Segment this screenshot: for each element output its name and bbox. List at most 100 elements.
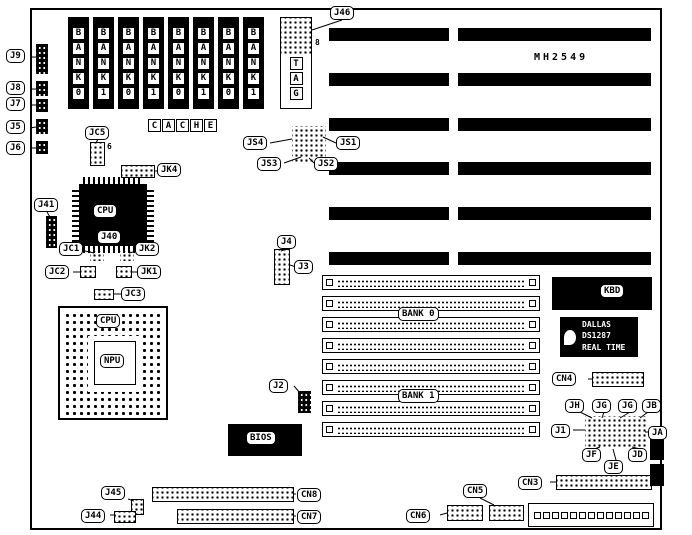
cache-chip-letter: A [147, 41, 160, 55]
simm-end-right [529, 300, 536, 307]
simm-end-right [529, 279, 536, 286]
callout-jh: JH [565, 399, 584, 413]
isa-slot-2-left [329, 118, 449, 131]
cache-chip-letter: 0 [72, 86, 85, 100]
connector-j2 [298, 391, 311, 413]
cache-chip-letter: K [197, 71, 210, 85]
power-pin-square [560, 511, 568, 519]
callout-cn3: CN3 [518, 476, 543, 490]
simm-end-left [326, 321, 333, 328]
power-connector [528, 503, 654, 527]
jumper-jc2 [80, 266, 96, 278]
callout-jc5: JC5 [85, 126, 110, 140]
callout-j3: J3 [294, 260, 313, 274]
callout-jk4: JK4 [157, 163, 182, 177]
callout-jf: JF [582, 448, 601, 462]
simm-pins [336, 320, 526, 329]
cache-title-letter: C [148, 119, 161, 132]
cache-chip-letter: B [172, 26, 185, 40]
callout-bios: BIOS [246, 431, 276, 445]
simm-pins [336, 362, 526, 371]
cache-chip-letter: N [72, 56, 85, 70]
cache-chip-letter: B [197, 26, 210, 40]
simm-pins [336, 341, 526, 350]
callout-j45: J45 [101, 486, 126, 500]
pin-marker-jc5-pin: 6 [107, 142, 112, 151]
callout-j1: J1 [551, 424, 570, 438]
connector-j8 [36, 81, 48, 96]
cache-chip-letter: B [147, 26, 160, 40]
isa-slot-1-right [458, 73, 651, 86]
callout-kbd: KBD [600, 284, 625, 298]
connector-j4-j3 [274, 249, 290, 285]
isa-slot-3-right [458, 162, 651, 175]
cache-chip-letter: N [122, 56, 135, 70]
callout-cn6: CN6 [406, 509, 431, 523]
cache-chip-letter: 1 [147, 86, 160, 100]
simm-end-right [529, 384, 536, 391]
cache-chip-letter: K [172, 71, 185, 85]
callout-js1: JS1 [336, 136, 361, 150]
callout-npu: NPU [100, 354, 125, 368]
callout-js2: JS2 [314, 157, 339, 171]
cache-chip-letter: 0 [222, 86, 235, 100]
power-pin-square [587, 511, 595, 519]
connector-cn4 [592, 372, 644, 387]
simm-end-left [326, 405, 333, 412]
callout-ja: JA [648, 426, 667, 440]
simm-end-right [529, 321, 536, 328]
jumper-jc3 [94, 289, 114, 300]
cache-title-letter: C [176, 119, 189, 132]
simm-end-right [529, 342, 536, 349]
isa-slot-3-left [329, 162, 449, 175]
simm-end-left [326, 384, 333, 391]
cache-title-letter: H [190, 119, 203, 132]
callout-jc2: JC2 [45, 265, 70, 279]
power-pin-square [533, 511, 541, 519]
qfp-pins-bottom [83, 246, 143, 253]
isa-slot-0-left [329, 28, 449, 41]
pin-marker-j46-pin: 8 [315, 38, 320, 47]
callout-jd: JD [628, 448, 647, 462]
tag-chip-pins [281, 18, 311, 54]
callout-j44: J44 [81, 509, 106, 523]
callout-je: JE [604, 460, 623, 474]
callout-jc3: JC3 [121, 287, 146, 301]
cache-title-letter: E [204, 119, 217, 132]
tag-letter: A [289, 72, 303, 85]
cache-chip-letter: B [222, 26, 235, 40]
power-pin-square [641, 511, 649, 519]
tag-letter: G [289, 87, 303, 100]
connector-j5 [36, 119, 48, 134]
connector-cn3 [556, 475, 652, 490]
callout-jg1: JG [592, 399, 611, 413]
simm-slot-4 [322, 359, 540, 374]
simm-end-right [529, 405, 536, 412]
callout-cpu_qfp: CPU [93, 204, 118, 218]
cache-chip-letter: 0 [172, 86, 185, 100]
simm-end-right [529, 426, 536, 433]
cache-title-letter: A [162, 119, 175, 132]
connector-cn6 [447, 505, 483, 521]
callout-bank0: BANK 0 [398, 307, 439, 321]
cache-chip-letter: A [197, 41, 210, 55]
simm-pins [336, 299, 526, 308]
cache-chip-letter: K [247, 71, 260, 85]
callout-j5: J5 [6, 120, 25, 134]
power-pin-square [614, 511, 622, 519]
jumper-jc5 [90, 142, 105, 166]
cache-chip-letter: N [222, 56, 235, 70]
callout-jb: JB [642, 399, 661, 413]
qfp-pins-top [83, 177, 143, 184]
callout-j4: J4 [277, 235, 296, 249]
connector-j7 [36, 99, 48, 112]
qfp-pins-left [72, 188, 79, 242]
simm-pins [336, 383, 526, 392]
simm-end-left [326, 426, 333, 433]
